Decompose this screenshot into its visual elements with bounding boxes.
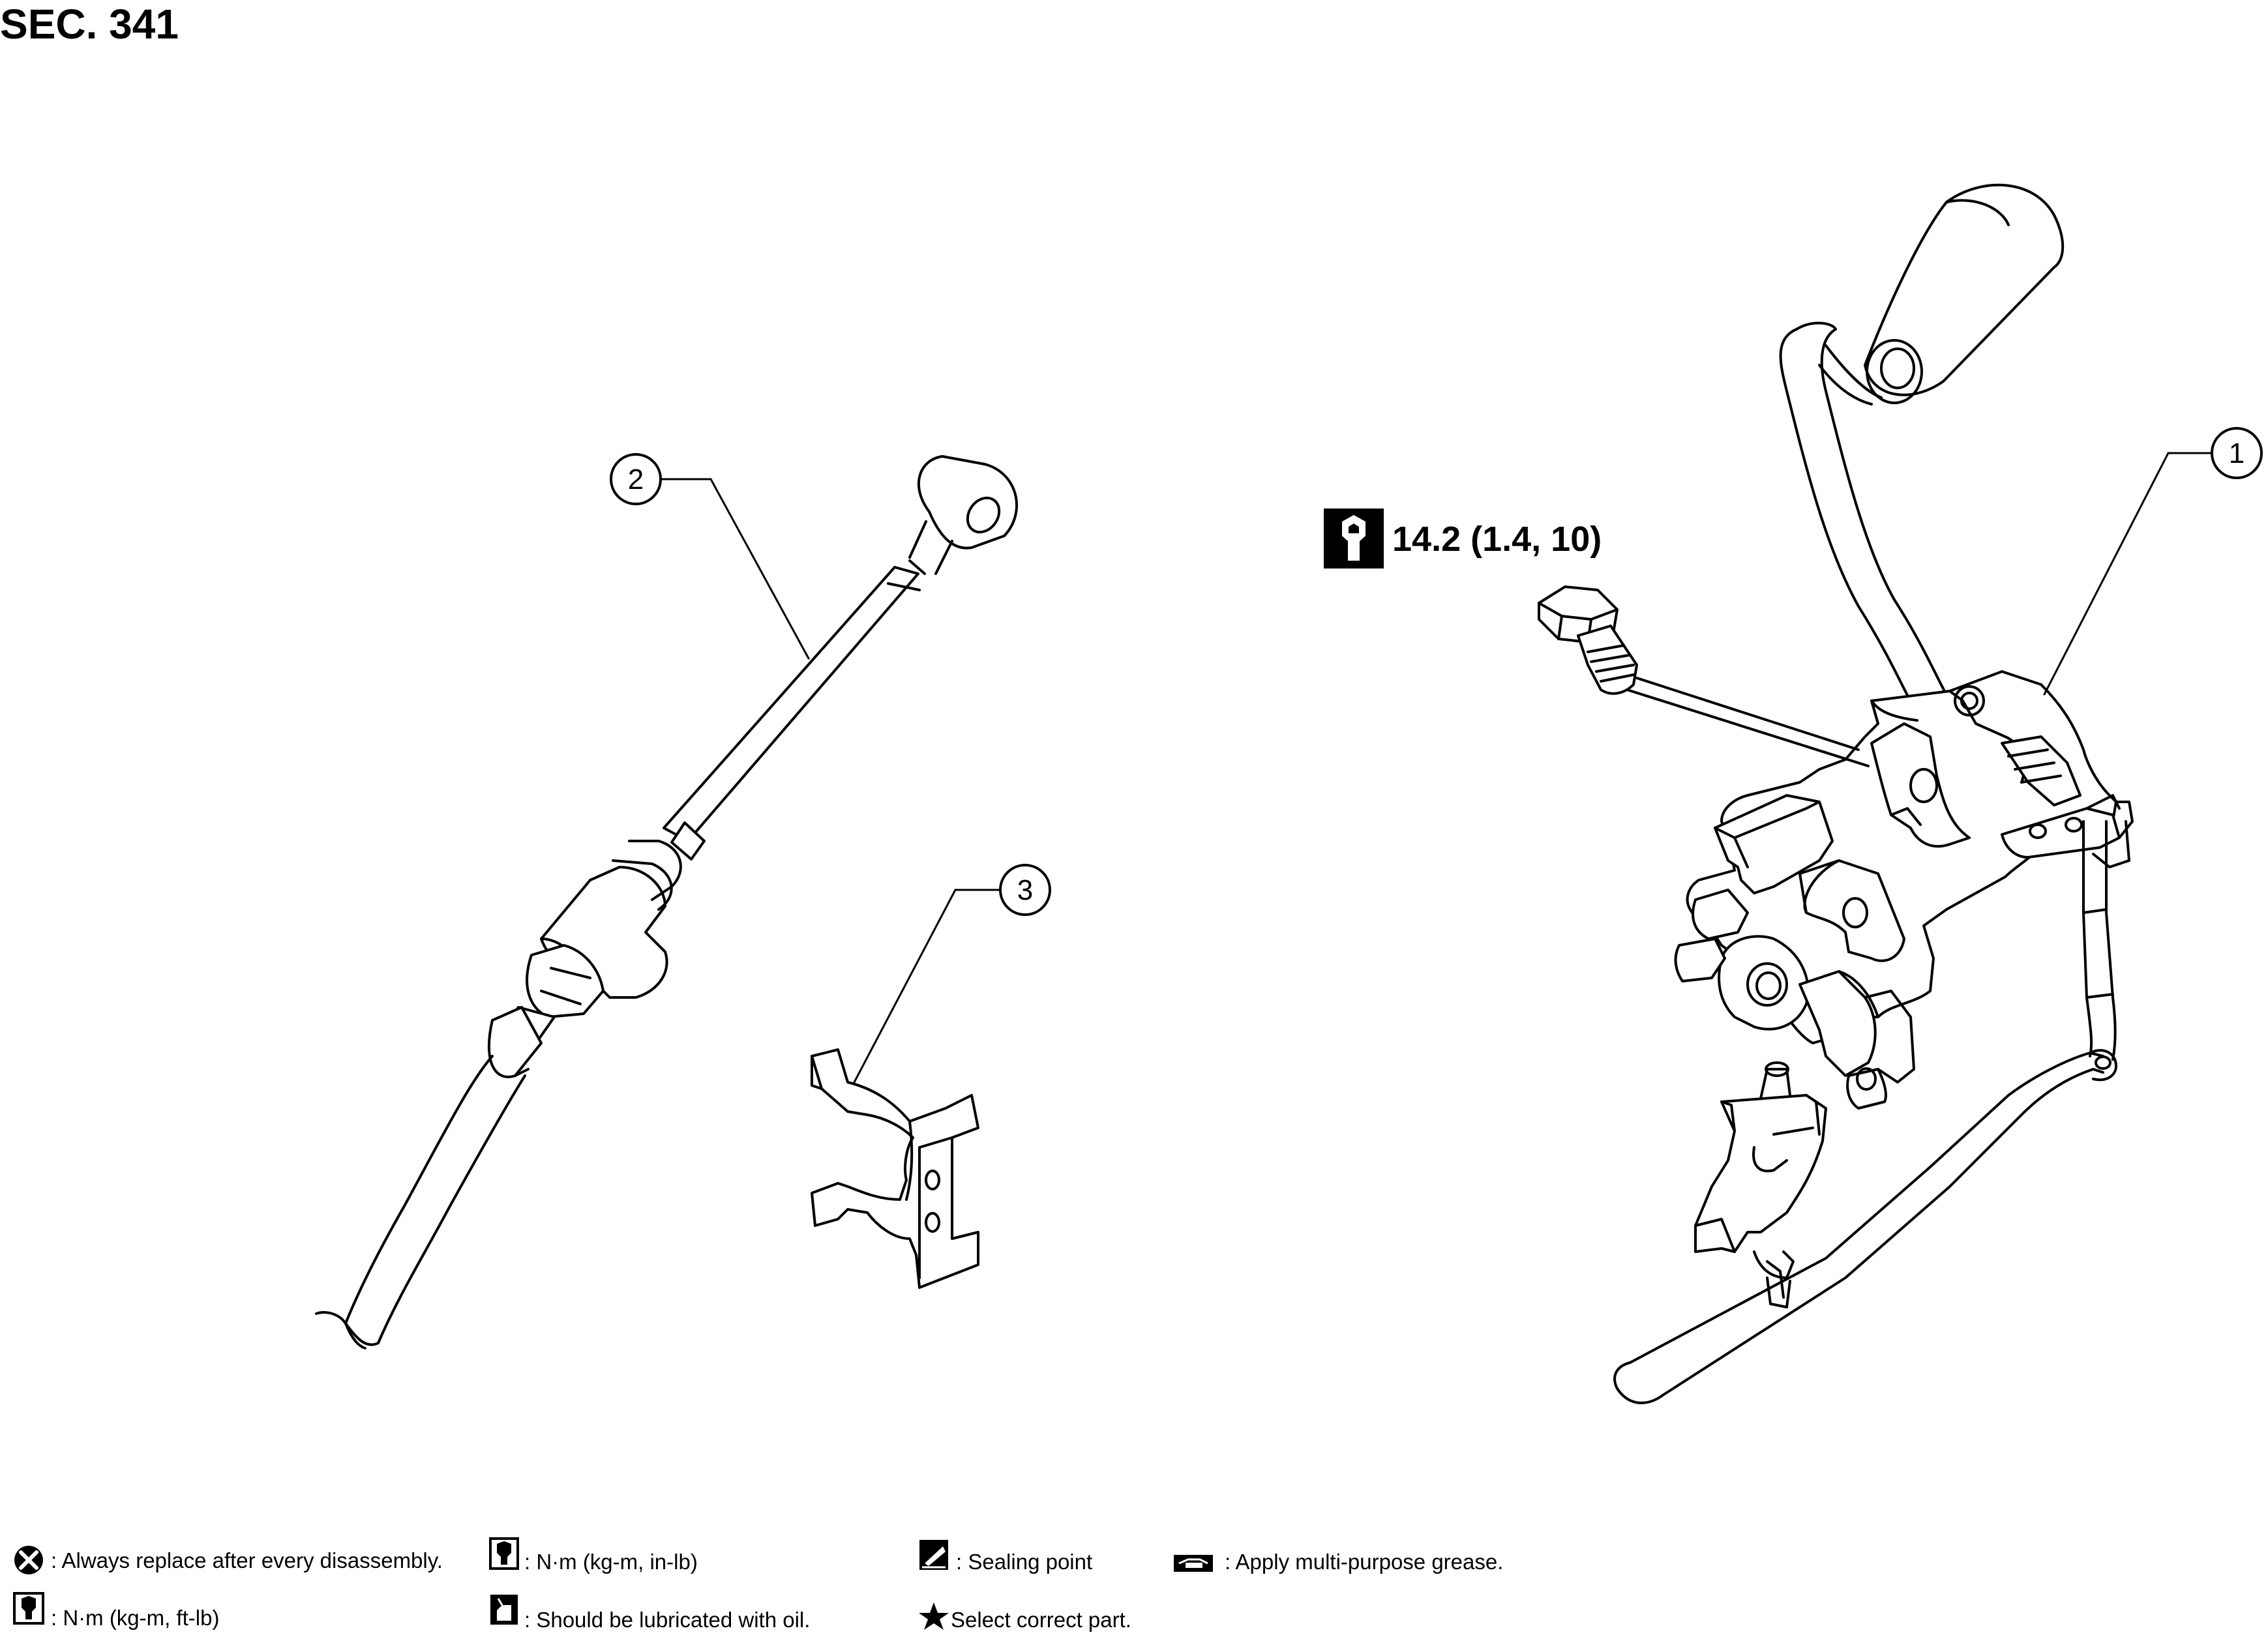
oil-lubrication-icon bbox=[490, 1595, 518, 1625]
legend-lubricate-oil: : Should be lubricated with oil. bbox=[524, 1608, 810, 1632]
leader-line-3 bbox=[853, 889, 1001, 1084]
sealing-point-icon bbox=[919, 1540, 948, 1570]
legend-nm-kgm-ftlb: : N·m (kg-m, ft-lb) bbox=[51, 1606, 219, 1630]
star-icon bbox=[919, 1602, 949, 1630]
leader-line-2 bbox=[657, 478, 810, 660]
multi-purpose-grease-icon bbox=[1174, 1555, 1213, 1572]
bolt bbox=[1538, 585, 1638, 695]
torque-ftlb-icon bbox=[13, 1592, 44, 1625]
legend-sealing-point: : Sealing point bbox=[956, 1550, 1092, 1574]
callout-number-3: 3 bbox=[1017, 874, 1033, 906]
callout-number-2: 2 bbox=[628, 464, 644, 495]
callout-circle-3 bbox=[999, 864, 1051, 916]
torque-spec: 14.2 (1.4, 10) bbox=[1392, 520, 1602, 559]
leader-line-1 bbox=[2043, 452, 2213, 696]
legend-select-part: Select correct part. bbox=[951, 1608, 1131, 1632]
torque-inlb-icon bbox=[489, 1537, 519, 1570]
legend: : Always replace after every disassembly… bbox=[13, 1537, 1503, 1632]
legend-always-replace: : Always replace after every disassembly… bbox=[51, 1548, 443, 1572]
callout-circle-2 bbox=[610, 453, 662, 505]
section-title: SEC. 341 bbox=[0, 1, 179, 48]
legend-nm-kgm-inlb: : N·m (kg-m, in-lb) bbox=[524, 1550, 698, 1574]
callout-number-1: 1 bbox=[2229, 437, 2245, 469]
legend-multi-purpose-grease: : Apply multi-purpose grease. bbox=[1225, 1550, 1503, 1574]
always-replace-icon bbox=[14, 1546, 43, 1574]
bracket-part-3 bbox=[811, 1048, 979, 1289]
torque-wrench-icon bbox=[1324, 509, 1384, 568]
control-cable-part-2 bbox=[315, 455, 1019, 1350]
shift-lever-part-1 bbox=[1609, 183, 2134, 1404]
callout-circle-1 bbox=[2211, 427, 2263, 479]
